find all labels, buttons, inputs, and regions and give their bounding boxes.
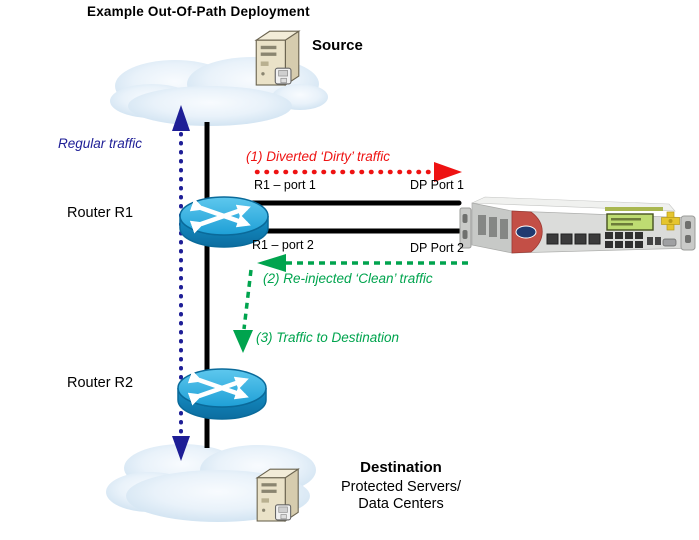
router-r1-label: Router R1 bbox=[67, 205, 134, 221]
destination-label-block: Destination Protected Servers/ Data Cent… bbox=[320, 459, 482, 513]
regular-traffic-line bbox=[172, 105, 190, 461]
destination-line2: Protected Servers/ bbox=[340, 479, 462, 496]
diverted-traffic-arrow bbox=[254, 162, 462, 182]
reinjected-traffic-label: (2) Re-injected ‘Clean’ traffic bbox=[263, 271, 433, 286]
regular-traffic-arrow-up bbox=[172, 105, 190, 131]
appliance-image bbox=[459, 196, 696, 254]
traffic-to-destination-arrow bbox=[233, 269, 253, 353]
dp-port1-label: DP Port 1 bbox=[410, 178, 464, 192]
diagram-title: Example Out-Of-Path Deployment bbox=[87, 4, 310, 19]
dp-port2-label: DP Port 2 bbox=[410, 241, 464, 255]
traffic-to-destination-label: (3) Traffic to Destination bbox=[256, 330, 400, 345]
r1-port2-label: R1 – port 2 bbox=[252, 238, 314, 252]
r1-port1-label: R1 – port 1 bbox=[254, 178, 316, 192]
diverted-traffic-label: (1) Diverted ‘Dirty’ traffic bbox=[246, 149, 391, 164]
regular-traffic-arrow-down bbox=[172, 436, 190, 461]
router-r2-icon bbox=[178, 369, 266, 419]
destination-computer-icon bbox=[256, 468, 299, 522]
destination-line3: Data Centers bbox=[358, 495, 444, 512]
reinjected-traffic-arrow bbox=[257, 254, 472, 272]
destination-title: Destination bbox=[360, 459, 442, 476]
router-r2-label: Router R2 bbox=[67, 375, 134, 391]
appliance-nav-cross bbox=[661, 211, 680, 231]
source-label: Source bbox=[312, 37, 363, 54]
source-computer-icon bbox=[255, 30, 300, 86]
regular-traffic-label: Regular traffic bbox=[58, 136, 143, 151]
